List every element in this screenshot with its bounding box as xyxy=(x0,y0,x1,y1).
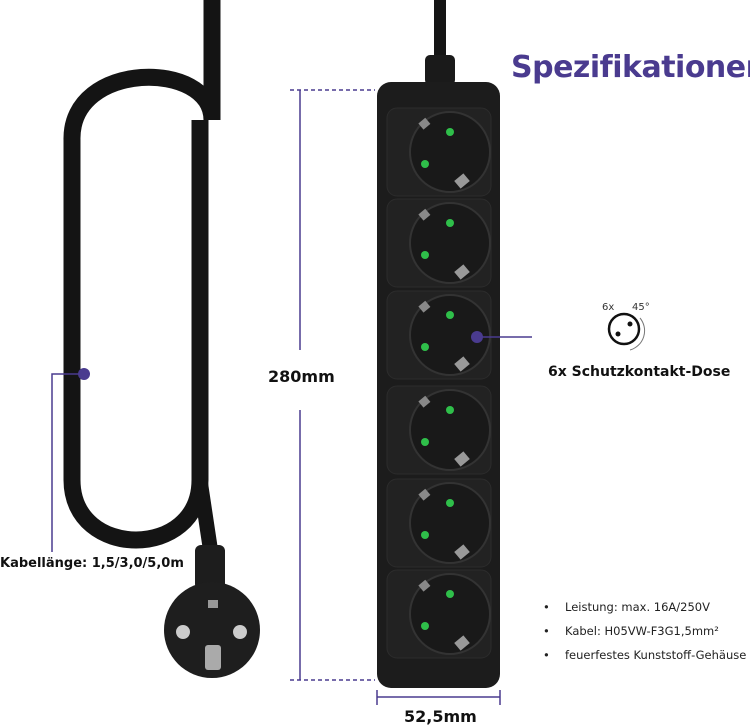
socket-outlet xyxy=(386,107,492,197)
socket-outlet xyxy=(386,569,492,659)
socket-angle-label: 45° xyxy=(632,302,650,313)
cable-length-label: Kabellänge: 1,5/3,0/5,0m xyxy=(0,556,184,571)
socket-symbol-icon xyxy=(607,312,646,351)
width-dimension: 52,5mm xyxy=(404,707,477,726)
socket-outlet xyxy=(386,198,492,288)
socket-marker-dot xyxy=(471,331,483,343)
plug-icon xyxy=(164,545,260,678)
cable-strain-relief xyxy=(425,55,455,85)
spec-item: Leistung: max. 16A/250V xyxy=(543,600,746,624)
socket-label: 6x Schutzkontakt-Dose xyxy=(548,364,731,380)
length-dimension: 280mm xyxy=(268,367,335,386)
spec-item: Kabel: H05VW-F3G1,5mm² xyxy=(543,624,746,648)
page-title: Spezifikationen xyxy=(511,50,750,85)
dimension-lines xyxy=(51,89,532,705)
socket-count-label: 6x xyxy=(602,302,615,313)
cable-marker-dot xyxy=(78,368,90,380)
socket-outlet xyxy=(386,385,492,475)
socket-outlet xyxy=(386,290,492,380)
cable-loop xyxy=(63,0,221,549)
spec-list: Leistung: max. 16A/250V Kabel: H05VW-F3G… xyxy=(543,600,746,672)
socket-outlet xyxy=(386,478,492,568)
spec-item: feuerfestes Kunststoff-Gehäuse xyxy=(543,648,746,672)
